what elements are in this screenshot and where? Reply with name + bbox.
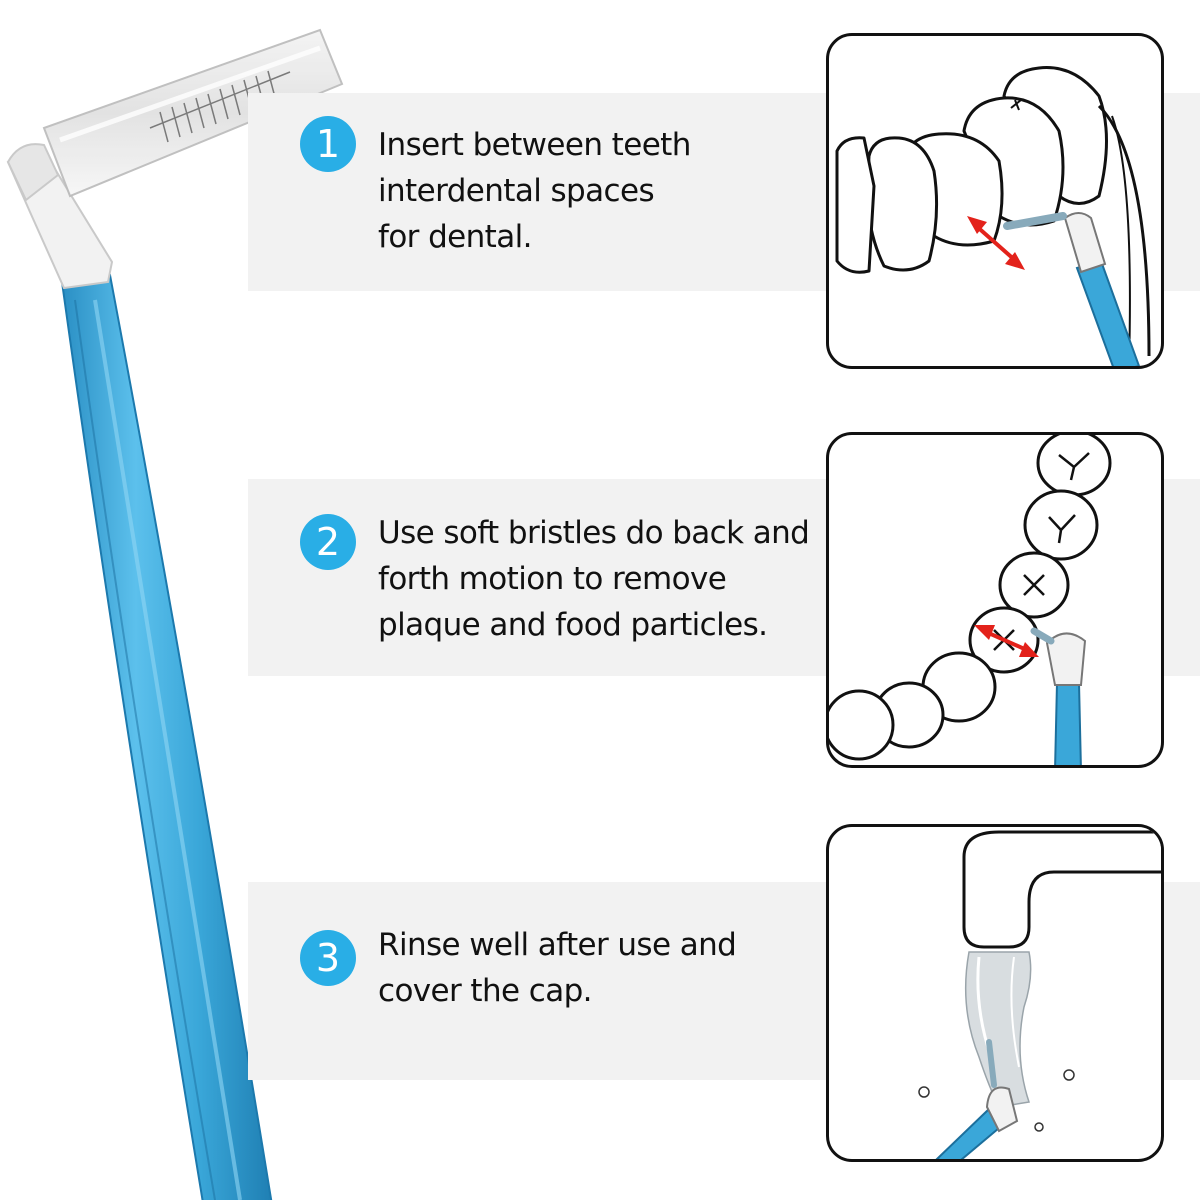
teeth-side-view-icon [835, 66, 1151, 366]
step-2-illustration-panel [826, 432, 1164, 768]
step-1-text: Insert between teeth interdental spaces … [378, 127, 691, 255]
step-3-number-badge: 3 [300, 930, 356, 986]
step-2-number-badge: 2 [300, 514, 356, 570]
faucet-rinse-icon [918, 830, 1161, 1159]
interdental-brush-icon [6, 28, 344, 1200]
teeth-top-view-icon [829, 435, 1112, 765]
step-2-text: Use soft bristles do back and forth moti… [378, 515, 810, 643]
step-1-illustration-panel [826, 33, 1164, 369]
step-3-illustration-panel [826, 824, 1164, 1162]
step-1-number-badge: 1 [300, 116, 356, 172]
step-3-text: Rinse well after use and cover the cap. [378, 927, 737, 1009]
